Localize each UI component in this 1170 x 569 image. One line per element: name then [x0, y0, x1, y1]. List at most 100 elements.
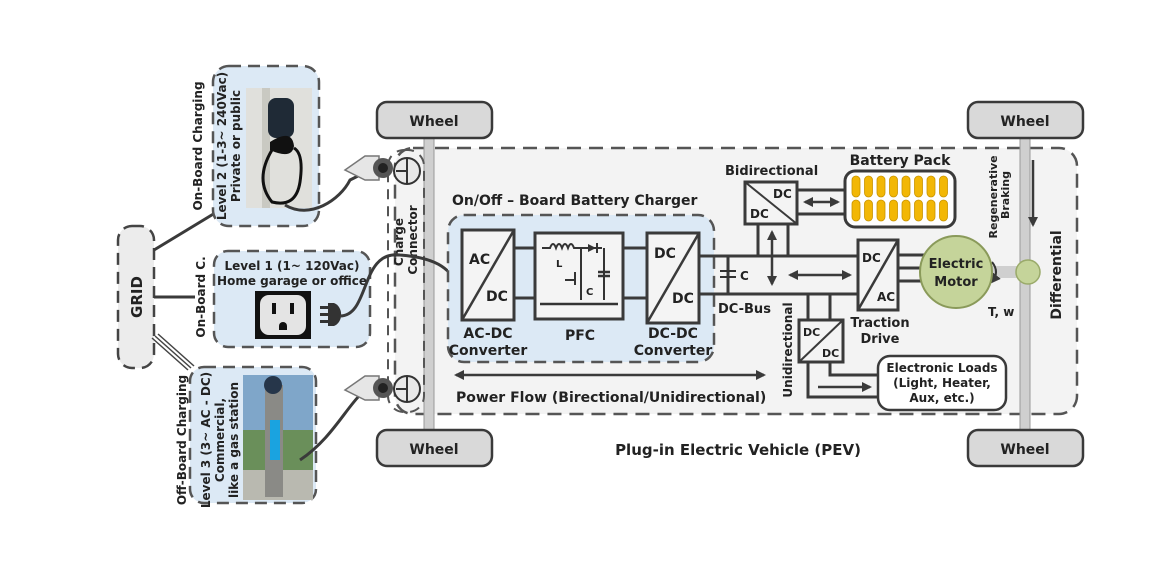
- loads-title: Electronic Loads: [886, 361, 997, 375]
- level1-usage: Home garage or office: [217, 274, 367, 288]
- differential-gear-icon: [1015, 259, 1041, 285]
- pev-title: Plug-in Electric Vehicle (PEV): [615, 441, 861, 459]
- level1-charger-panel: Level 1 (1~ 120Vac) Home garage or offic…: [212, 249, 372, 349]
- bidir-bottom-label: DC: [750, 207, 769, 221]
- wheel-rear-top: Wheel: [966, 100, 1085, 140]
- grid-link-level3: [151, 333, 195, 371]
- battery-cell: [901, 175, 911, 198]
- traction-caption-2: Drive: [861, 332, 900, 347]
- grid-node: GRID: [116, 224, 156, 370]
- level2-cable: [284, 173, 361, 212]
- dc-bus-capacitor-icon: [720, 270, 736, 278]
- acdc-caption: AC-DC: [463, 326, 512, 342]
- battery-cell: [876, 175, 886, 198]
- battery-cell: [876, 199, 886, 222]
- front-axle: [423, 129, 435, 431]
- battery-cell: [901, 199, 911, 222]
- level3-usage-2: like a gas station: [227, 382, 241, 498]
- loads-detail-2: Aux, etc.): [909, 391, 974, 405]
- level3-usage: Commercial,: [213, 398, 227, 482]
- dc-bus-label: DC-Bus: [718, 302, 771, 317]
- unidirectional-label: Unidirectional: [781, 302, 795, 397]
- traction-drive: DC AC: [856, 238, 900, 312]
- off-board-charging-label: Off-Board Charging: [175, 375, 189, 505]
- wheel-label: Wheel: [409, 114, 458, 130]
- level2-charger-panel: Level 2 (1-3~ 240Vac) Private or public: [211, 64, 321, 228]
- charge-socket-icon: [393, 157, 421, 185]
- level3-cable: [299, 393, 362, 462]
- level2-spec: Level 2 (1-3~ 240Vac): [215, 72, 229, 220]
- charge-connector-region: [387, 149, 425, 413]
- unidirectional-dcdc: DC DC: [797, 318, 845, 364]
- dcdc-caption-2: Converter: [634, 343, 713, 359]
- ev-plug-icon: [343, 375, 393, 401]
- traction-top-label: DC: [862, 251, 881, 265]
- bidirectional-dcdc: DC DC: [743, 180, 799, 226]
- regen-braking-label: Regenerative Braking: [987, 152, 1012, 239]
- wheel-label: Wheel: [1000, 442, 1049, 458]
- traction-caption: Traction: [850, 316, 909, 331]
- battery-pack-label: Battery Pack: [850, 153, 952, 169]
- dcdc-top-label: DC: [654, 246, 676, 262]
- on-board-charging-label: On-Board Charging: [191, 81, 205, 210]
- charge-socket-icon: [393, 375, 421, 403]
- wheel-front-top: Wheel: [375, 100, 494, 140]
- torque-speed-label: T, w: [988, 305, 1014, 319]
- dc-bus-cap-label: C: [740, 269, 749, 283]
- grid-label: GRID: [128, 276, 146, 318]
- dc-dc-converter: DC DC: [645, 231, 701, 325]
- battery-cell: [926, 175, 936, 198]
- battery-cells: [851, 175, 948, 222]
- battery-cell: [939, 175, 948, 198]
- battery-cell: [914, 199, 923, 222]
- level2-usage: Private or public: [229, 90, 243, 202]
- pfc-caption: PFC: [565, 328, 595, 344]
- ac-dc-converter: AC DC: [460, 228, 516, 322]
- wheel-front-bottom: Wheel: [375, 428, 494, 468]
- battery-pack: [843, 169, 957, 229]
- battery-cell: [864, 199, 873, 222]
- battery-cell: [851, 199, 861, 222]
- motor-label-2: Motor: [934, 275, 978, 290]
- differential-label: Differential: [1049, 230, 1065, 319]
- battery-cell: [926, 199, 936, 222]
- level1-spec: Level 1 (1~ 120Vac): [224, 259, 359, 273]
- grid-link-level2: [153, 208, 221, 252]
- on-board-c-label: On-Board C.: [194, 256, 208, 337]
- power-flow-label: Power Flow (Birectional/Unidirectional): [456, 390, 766, 406]
- acdc-caption-2: Converter: [449, 343, 528, 359]
- level3-spec: Level 3 (3~ AC - DC): [199, 372, 213, 508]
- wheel-rear-bottom: Wheel: [966, 428, 1085, 468]
- charge-connector-label: Charge Connector: [392, 205, 420, 274]
- bidirectional-label: Bidirectional: [725, 164, 818, 179]
- unidir-top-label: DC: [803, 326, 820, 339]
- level3-charger-panel: Level 3 (3~ AC - DC) Commercial, like a …: [188, 365, 318, 508]
- battery-cell: [889, 199, 898, 222]
- motor-label: Electric: [929, 257, 984, 272]
- unidir-bottom-label: DC: [822, 347, 839, 360]
- loads-detail: (Light, Heater,: [893, 376, 991, 390]
- dcdc-caption: DC-DC: [648, 326, 698, 342]
- acdc-top-label: AC: [469, 252, 490, 268]
- pfc-circuit: L C: [533, 231, 625, 321]
- plug-icon: [320, 303, 342, 326]
- ev-plug-icon: [343, 155, 393, 181]
- charger-title: On/Off – Board Battery Charger: [452, 193, 698, 209]
- traction-bottom-label: AC: [877, 290, 895, 304]
- wheel-label: Wheel: [409, 442, 458, 458]
- bidir-top-label: DC: [773, 187, 792, 201]
- dcdc-bottom-label: DC: [672, 291, 694, 307]
- wall-outlet-icon: [255, 291, 311, 339]
- electric-motor: Electric Motor: [919, 235, 993, 309]
- pfc-capacitor-label: C: [586, 287, 593, 298]
- wheel-label: Wheel: [1000, 114, 1049, 130]
- torque-arrow-icon: [990, 261, 1001, 284]
- electronic-loads: Electronic Loads (Light, Heater, Aux, et…: [876, 354, 1008, 412]
- battery-cell: [914, 175, 923, 198]
- battery-cell: [864, 175, 873, 198]
- pfc-inductor-label: L: [556, 259, 563, 270]
- battery-cell: [889, 175, 898, 198]
- battery-cell: [851, 175, 861, 198]
- battery-cell: [939, 199, 948, 222]
